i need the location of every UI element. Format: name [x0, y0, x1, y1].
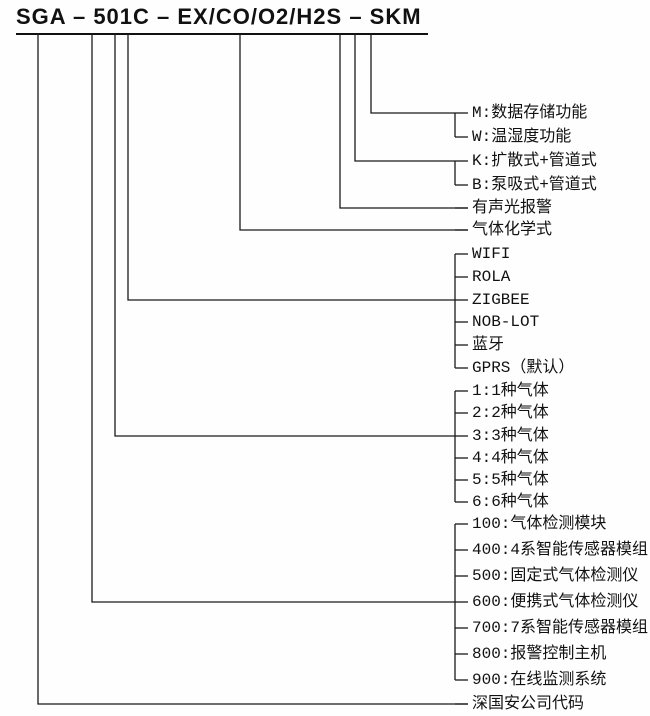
- connector-line-company-code: [37, 33, 468, 705]
- label-alarm: 有声光报警: [472, 199, 553, 217]
- model-code-title: SGA – 501C – EX/CO/O2/H2S – SKM: [16, 4, 428, 35]
- label-series-600: 600:便携式气体检测仪: [472, 593, 639, 611]
- label-gascount-5: 5:5种气体: [472, 471, 549, 489]
- label-gascount-3: 3:3种气体: [472, 427, 549, 445]
- label-gascount-4: 4:4种气体: [472, 449, 549, 467]
- label-comm-wifi: WIFI: [472, 245, 511, 263]
- label-series-700: 700:7系智能传感器模组: [472, 619, 649, 637]
- label-gascount-2: 2:2种气体: [472, 404, 549, 422]
- label-comm-bluetooth: 蓝牙: [472, 336, 505, 354]
- label-comm-zigbee: ZIGBEE: [472, 291, 530, 309]
- label-gas-formula: 气体化学式: [472, 221, 553, 239]
- connector-line-gas-formula: [239, 33, 468, 231]
- label-comm-nob-lot: NOB-LOT: [472, 313, 540, 331]
- label-gascount-1: 1:1种气体: [472, 382, 549, 400]
- label-storage-m: M:数据存储功能: [472, 104, 588, 122]
- label-gascount-6: 6:6种气体: [472, 493, 549, 511]
- label-comm-gprs: GPRS（默认）: [472, 359, 575, 377]
- label-storage-w: W:温湿度功能: [472, 128, 572, 146]
- label-sampling-b: B:泵吸式+管道式: [472, 176, 597, 194]
- label-series-900: 900:在线监测系统: [472, 671, 607, 689]
- connector-line-storage-function: [370, 33, 455, 114]
- label-comm-rola: ROLA: [472, 268, 511, 286]
- label-series-400: 400:4系智能传感器模组: [472, 541, 649, 559]
- connector-line-product-series: [91, 33, 455, 603]
- label-series-100: 100:气体检测模块: [472, 515, 607, 533]
- label-company-code: 深国安公司代码: [472, 695, 585, 713]
- connector-line-alarm: [339, 33, 468, 209]
- label-series-500: 500:固定式气体检测仪: [472, 567, 639, 585]
- connector-line-gas-count: [114, 33, 455, 437]
- label-sampling-k: K:扩散式+管道式: [472, 152, 597, 170]
- connector-line-communication: [127, 33, 455, 301]
- label-series-800: 800:报警控制主机: [472, 645, 607, 663]
- connector-line-sampling-type: [354, 33, 455, 162]
